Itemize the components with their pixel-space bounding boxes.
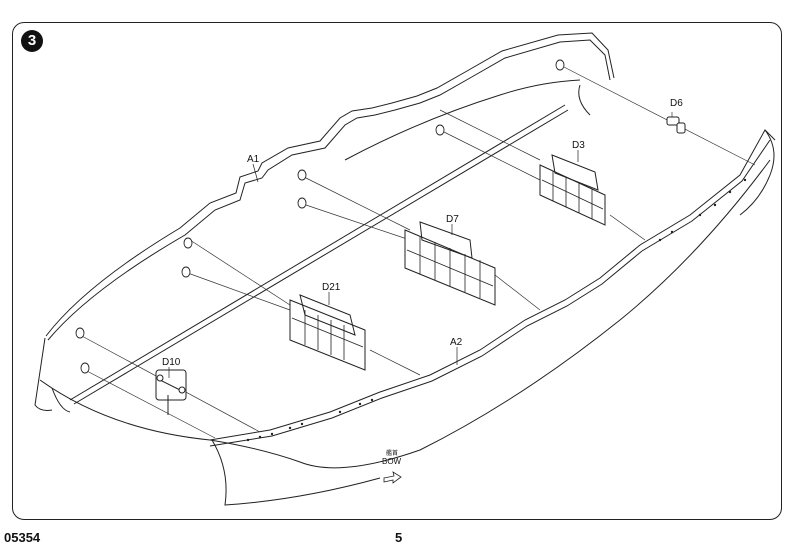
mounting-pegs [75, 59, 565, 374]
part-d6 [666, 116, 686, 134]
label-a2: A2 [450, 337, 463, 348]
assembly-guide-lines [79, 64, 756, 439]
label-d3: D3 [572, 140, 585, 151]
bow-cjk-label: 艦首 [386, 449, 398, 457]
label-d7: D7 [446, 214, 459, 225]
portholes [246, 178, 747, 442]
label-d10: D10 [162, 357, 181, 368]
bow-label: BOW [382, 457, 402, 466]
page-number: 5 [395, 530, 403, 545]
part-d10 [155, 369, 187, 415]
bow-direction-indicator: 艦首 BOW [382, 449, 402, 484]
label-d6: D6 [670, 98, 683, 109]
part-d7 [404, 221, 496, 306]
label-d21: D21 [322, 282, 341, 293]
label-a1: A1 [247, 154, 260, 165]
hull-outline [34, 32, 776, 506]
part-d21 [289, 294, 366, 371]
part-d3 [539, 154, 606, 226]
part-labels: A1 A2 D3 D6 D7 D10 D21 [162, 98, 683, 378]
bow-arrow-icon [383, 471, 402, 484]
product-code: 05354 [4, 530, 41, 545]
step-number-badge: 3 [21, 30, 43, 52]
instruction-frame [12, 22, 782, 520]
